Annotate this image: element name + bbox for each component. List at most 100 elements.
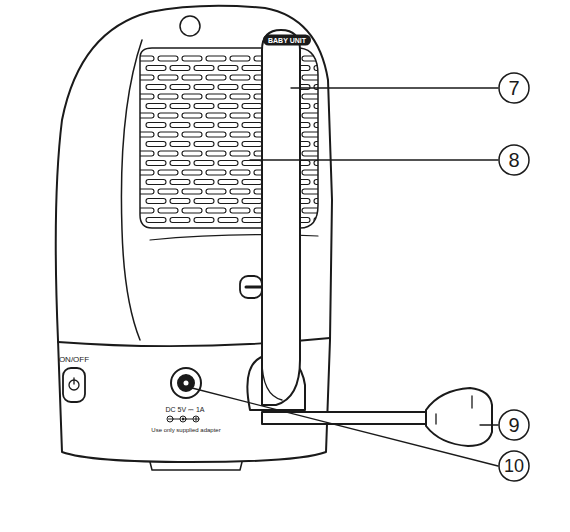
grille-slot [206,151,226,156]
grille-slot [134,189,154,194]
grille-slot [230,208,250,213]
grille-slot [146,161,166,166]
grille-slot [158,75,178,80]
grille-slot [182,132,202,137]
grille-slot [314,199,334,204]
grille-slot [302,75,322,80]
grille-slot [230,113,250,118]
grille-slot [146,123,166,128]
power-cable [262,412,430,424]
grille-slot [134,151,154,156]
callout-number: 10 [504,457,524,475]
grille-slot [194,66,214,71]
grille-slot [206,189,226,194]
callout-circle [499,145,529,175]
grille-slot [194,123,214,128]
grille-slot [206,170,226,175]
grille-slot [134,113,154,118]
grille-slot [194,104,214,109]
grille-slot [194,199,214,204]
grille-slot [146,218,166,223]
grille-slot [134,170,154,175]
grille-slot [158,132,178,137]
grille-slot [182,75,202,80]
grille-slot [218,104,238,109]
grille-slot [170,104,190,109]
grille-slot [182,113,202,118]
polarity-symbol [167,416,199,422]
grille-slot [230,94,250,99]
plug [426,388,492,446]
grille-slot [158,113,178,118]
grille-slot [146,142,166,147]
grille-slot [242,123,262,128]
grille-slot [146,180,166,185]
grille-slot [158,56,178,61]
grille-slot [218,199,238,204]
grille-slot [170,199,190,204]
grille-slot [134,132,154,137]
grille-slot [170,123,190,128]
grille-slot [146,104,166,109]
side-slot [240,276,262,298]
leader-lines [192,88,498,466]
grille-slot [242,218,262,223]
grille-slot [230,151,250,156]
grille-slot [242,199,262,204]
grille-slot [146,85,166,90]
grille-slot [170,180,190,185]
grille-slot [242,142,262,147]
grille-slot [302,56,322,61]
grille-slot [302,170,322,175]
grille-slot [182,189,202,194]
grille-slot [206,113,226,118]
grille-slot [206,56,226,61]
grille-slot [158,151,178,156]
grille-slot [134,94,154,99]
grille-slot [206,208,226,213]
grille-slot [302,189,322,194]
power-button [63,368,85,402]
grille-slot [158,170,178,175]
grille-slot [158,94,178,99]
grille-slot [302,113,322,118]
callout-circle [499,451,529,481]
head-contour [121,40,142,340]
top-hole [180,16,200,36]
grille-slot [206,94,226,99]
grille-slot [302,151,322,156]
grille-slot [170,66,190,71]
grille-slot [218,85,238,90]
grille-slot [314,104,334,109]
grille-slot [302,94,322,99]
antenna [262,30,300,405]
grille-slot [230,189,250,194]
grille-slot [242,180,262,185]
housing [56,6,332,462]
grille-slot [218,161,238,166]
grille-slot [170,218,190,223]
grille-slot [146,199,166,204]
grille-slot [314,66,334,71]
button-label: ON/OFF [59,356,89,364]
grille-slot [230,56,250,61]
grille-slot [182,208,202,213]
grille-slot [230,170,250,175]
grille-slot [206,75,226,80]
grille-slot [218,123,238,128]
callout-circle [499,73,529,103]
adapter-note: Use only supplied adapter [151,427,220,433]
grille-slot [314,218,334,223]
grille-slot [194,180,214,185]
grille-slot [242,161,262,166]
grille-slot [170,161,190,166]
grille-slot [182,56,202,61]
grille-slot [134,75,154,80]
grille-slot [242,66,262,71]
callout-circle [499,410,529,440]
grille-slot [158,189,178,194]
grille-slot [218,142,238,147]
callout-number: 9 [508,415,519,435]
grille-slot [170,85,190,90]
